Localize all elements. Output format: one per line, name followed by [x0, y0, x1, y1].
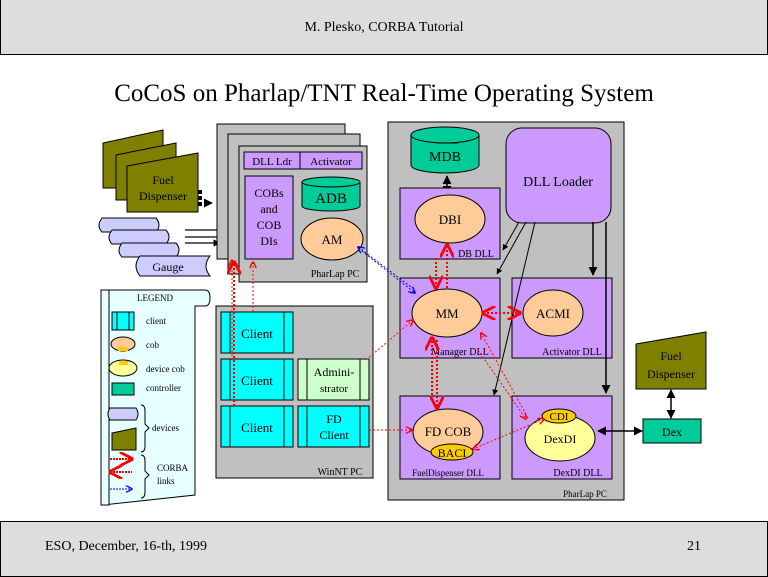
- legend-controller-swatch: [111, 382, 135, 396]
- gauge-front: [135, 255, 212, 277]
- winnt-pc-label: WinNT PC: [318, 467, 363, 478]
- external-fuel-dispenser-label-1: Fuel: [660, 349, 682, 363]
- corba-links: [232, 245, 544, 449]
- mm-label: MM: [435, 306, 459, 321]
- activator-dll-label: Activator DLL: [542, 347, 602, 358]
- cobs-label-4: DIs: [260, 234, 278, 248]
- am-cob: [300, 217, 364, 261]
- pharlap-pc-server-label: PharLap PC: [563, 489, 607, 499]
- manager-dll-label: Manager DLL: [431, 347, 488, 358]
- legend-device-cob-swatch: [108, 359, 138, 377]
- administrator-label-1: Admini-: [314, 365, 355, 379]
- cobs-box: [244, 175, 294, 260]
- fuel-dispenser-dll-label: FuelDispenser DLL: [412, 468, 484, 478]
- cobs-label-1: COBs: [254, 186, 284, 200]
- mdb-label: MDB: [429, 150, 461, 165]
- activator-box: [299, 151, 363, 170]
- fuel-dispenser-device-front: [126, 152, 199, 213]
- adb-label: ADB: [315, 191, 347, 207]
- winnt-pc: Client Client Client Admini- strator FD …: [215, 305, 374, 479]
- header-text: M. Plesko, CORBA Tutorial: [304, 20, 464, 35]
- db-dll-label: DB DLL: [458, 249, 494, 260]
- fd-client-label-2: Client: [319, 428, 349, 442]
- legend-client-label: client: [146, 316, 166, 326]
- legend-client-swatch: [111, 311, 135, 331]
- legend-cob-label: cob: [146, 340, 159, 350]
- pharlap-pc-server: MDB DLL Loader DBI DB DLL MM Manager DLL…: [387, 121, 625, 501]
- fd-client-box: FD Client: [297, 405, 370, 448]
- external-fuel-dispenser-label-2: Dispenser: [647, 367, 695, 381]
- dexdi-label: DexDI: [544, 432, 577, 446]
- slide-header: M. Plesko, CORBA Tutorial: [0, 0, 768, 55]
- fd-client-label-1: FD: [326, 412, 342, 426]
- administrator-box: Admini- strator: [297, 358, 370, 401]
- baci-label: BACI: [438, 446, 467, 460]
- dbi-cob: [414, 194, 486, 244]
- acmi-label: ACMI: [536, 306, 570, 321]
- external-fuel-dispenser: Fuel Dispenser: [635, 331, 707, 390]
- footer-date: ESO, December, 16-th, 1999: [45, 539, 207, 554]
- client-box-3: Client: [220, 405, 294, 448]
- dll-ldr-label: DLL Ldr: [252, 156, 292, 168]
- dex-controller: Dex: [642, 418, 702, 444]
- client-box-2: Client: [220, 358, 294, 401]
- legend-controller-label: controller: [146, 383, 181, 393]
- legend-title: LEGEND: [137, 293, 173, 303]
- cdi-component: [541, 408, 577, 424]
- mdb-database: MDB: [410, 126, 480, 174]
- am-label: AM: [322, 232, 343, 247]
- dll-loader-label: DLL Loader: [523, 175, 593, 190]
- legend-corba-label-1: CORBA: [157, 463, 189, 473]
- legend: LEGEND client cob device cob controller …: [100, 289, 211, 506]
- fd-cob-label: FD COB: [425, 424, 472, 439]
- dexdi-dll-label: DexDI DLL: [553, 468, 602, 479]
- slide-footer: ESO, December, 16-th, 1999 21: [0, 521, 768, 577]
- gauge-device-stack: Gauge: [98, 217, 246, 277]
- pharlap-pc-left: DLL Ldr Activator COBs and COB DIs ADB A…: [216, 123, 368, 283]
- gauge-back1: [118, 242, 180, 258]
- dbi-label: DBI: [439, 212, 461, 227]
- corba-blue-link: [358, 247, 415, 293]
- legend-gauge-swatch: [107, 407, 139, 421]
- slide-title: CoCoS on Pharlap/TNT Real-Time Operating…: [114, 80, 654, 107]
- pharlap-pc-left-label: PharLap PC: [311, 269, 360, 280]
- legend-device-swatch: [111, 427, 137, 451]
- dll-loader-box: [505, 127, 612, 224]
- legend-devices-label: devices: [152, 423, 179, 433]
- dex-label: Dex: [662, 425, 682, 439]
- gauge-label: Gauge: [152, 260, 183, 274]
- legend-device-cob-label: device cob: [146, 364, 185, 374]
- legend-corba-label-2: links: [157, 476, 175, 486]
- client-label-2: Client: [241, 373, 273, 388]
- administrator-label-2: strator: [320, 383, 348, 395]
- client-label-3: Client: [241, 420, 273, 435]
- adb-database: ADB: [301, 176, 361, 212]
- gauge-back2: [108, 229, 170, 245]
- cobs-label-2: and: [260, 202, 277, 216]
- cdi-label: CDI: [550, 411, 569, 423]
- page-number: 21: [687, 539, 701, 554]
- activator-label: Activator: [310, 156, 352, 168]
- acmi-cob: [522, 289, 584, 337]
- fuel-dispenser-device-label-1: Fuel: [152, 173, 174, 187]
- fuel-dispenser-device-label-2: Dispenser: [139, 189, 187, 203]
- cobs-label-3: COB: [257, 218, 282, 232]
- baci-component: [430, 443, 474, 461]
- client-label-1: Client: [241, 326, 273, 341]
